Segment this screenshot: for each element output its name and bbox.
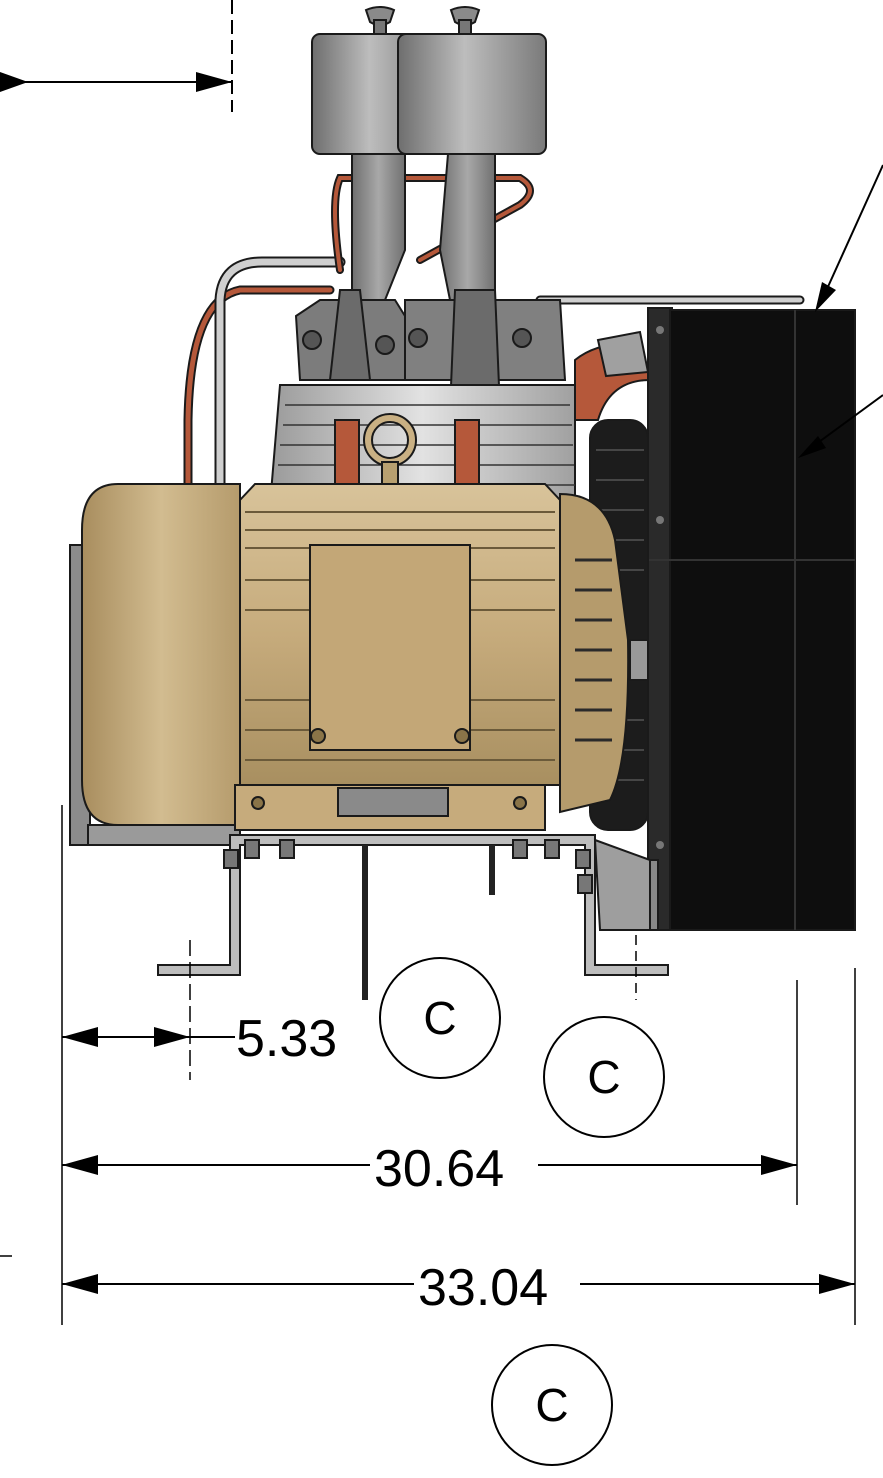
callout-circle: C <box>379 957 501 1079</box>
dimension-33-04: 33.04 <box>62 1259 855 1317</box>
base-frame <box>157 834 669 1000</box>
extension-lines <box>0 805 856 1325</box>
dimension-label: 5.33 <box>236 1010 337 1068</box>
wing-nut-icon <box>449 6 481 35</box>
discharge-elbow <box>574 330 652 421</box>
intake-necks <box>351 153 496 301</box>
dimension-label: 33.04 <box>418 1259 548 1317</box>
top-dimension-line <box>0 0 233 112</box>
callout-label: C <box>587 1051 620 1103</box>
electric-motor <box>234 483 649 831</box>
dimension-5-33: 5.33 <box>62 1010 337 1068</box>
aftercooler-radiator <box>639 307 856 931</box>
wing-nut-icon <box>364 6 396 35</box>
cylinder-heads <box>294 289 567 411</box>
air-filter-assembly <box>311 6 547 155</box>
tubing <box>183 174 805 491</box>
leader-arrows <box>798 164 883 458</box>
callout-label: C <box>423 992 456 1044</box>
dimension-30-64: 30.64 <box>62 1140 797 1198</box>
motor-fan-cover <box>69 483 241 846</box>
callout-circle: C <box>491 1344 613 1466</box>
callout-circle: C <box>543 1016 665 1138</box>
callout-label: C <box>535 1379 568 1431</box>
lifting-eye-icon <box>363 413 417 489</box>
dimension-label: 30.64 <box>374 1140 504 1198</box>
cylinder-fins <box>268 384 576 506</box>
